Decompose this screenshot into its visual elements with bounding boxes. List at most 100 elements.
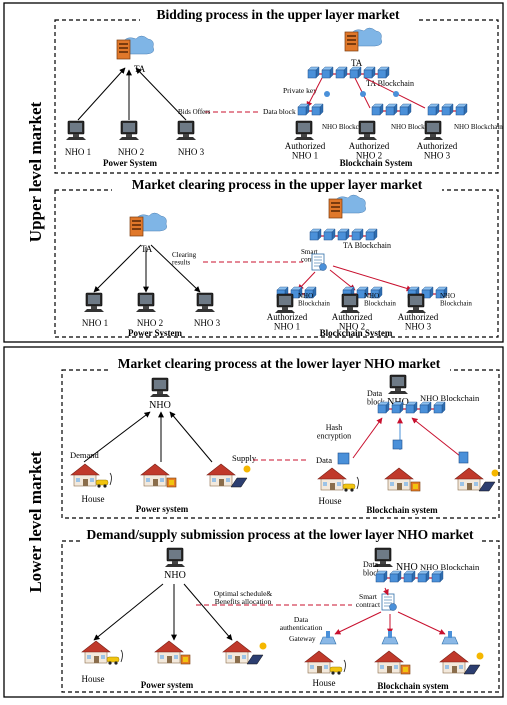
- sub-bc-house-battery-icon: [374, 650, 411, 675]
- smart-contract-icon: [311, 253, 327, 271]
- clearing-power-system: TA NHO 1 NHO 2 NHO 3 Power System: [82, 212, 221, 338]
- sub-power-system-label: Power system: [141, 680, 194, 690]
- clearing-ta-label: TA: [141, 244, 153, 254]
- bids-offers-label: Bids Offers: [178, 108, 211, 116]
- bidding-blockchain-system: TA TA Blockchain Private key Data block …: [263, 27, 503, 168]
- house-car-icon: [70, 463, 112, 488]
- bc-house-battery-icon: [384, 467, 421, 492]
- sub-house-solar-icon: [222, 640, 267, 665]
- block: [311, 106, 321, 116]
- block: [349, 69, 359, 79]
- sub-nho-label: NHO: [164, 570, 186, 581]
- block: [335, 69, 345, 79]
- nho2-blockchain-chain: [371, 103, 412, 116]
- block: [435, 289, 445, 299]
- clearing-nho1-label: NHO 1: [82, 318, 108, 328]
- clearing-ta-server-icon: [129, 212, 167, 237]
- clearing-nho2-computer-icon: [136, 292, 156, 312]
- house-solar-icon: [206, 463, 251, 488]
- bidding-title: Bidding process in the upper layer marke…: [156, 7, 400, 22]
- block: [351, 231, 361, 241]
- nho3-computer-icon: [176, 120, 196, 140]
- block: [433, 404, 443, 414]
- lower-side-label: Lower level market: [26, 451, 45, 593]
- sub-smart-contract-icon: [381, 593, 397, 611]
- block: [431, 573, 441, 583]
- nho1-blockchain-chain: [297, 103, 324, 116]
- auth-nho3-computer-icon: [423, 120, 443, 140]
- block: [323, 231, 333, 241]
- house-battery-icon: [140, 463, 177, 488]
- block: [377, 69, 387, 79]
- lower-nho-blockchain-chain: [377, 401, 446, 414]
- supply-label: Supply: [232, 453, 257, 463]
- clearing-nho3-chain: [407, 286, 448, 299]
- bc-ta-server-icon: [344, 27, 382, 52]
- sub-nho-blockchain-label: NHO Blockchain: [420, 562, 480, 572]
- auth-nho1-computer-icon: [294, 120, 314, 140]
- sub-bc-nho-label: NHO: [396, 562, 418, 573]
- clearing-auth2-computer-icon: [340, 293, 360, 313]
- upper-side-label: Upper level market: [26, 101, 45, 242]
- clearing-auth3-computer-icon: [406, 293, 426, 313]
- sub-blockchain-system-label: Blockchain system: [377, 681, 449, 691]
- ta-server-icon: [116, 35, 154, 60]
- clearing-nho3-label: NHO 3: [194, 318, 221, 328]
- clearing-bc-ta-server-icon: [328, 194, 366, 219]
- submission-power-system: NHO House Power system: [81, 547, 267, 690]
- block: [385, 106, 395, 116]
- bc-house-solar-icon: [454, 467, 499, 492]
- nho3-blockchain-chain: [427, 103, 468, 116]
- bc-house-label: House: [319, 496, 342, 506]
- clearing-nho2-label: NHO 2: [137, 318, 163, 328]
- sub-bc-house-label: House: [313, 678, 336, 688]
- clearing-ta-blockchain-chain: [309, 228, 378, 241]
- bc-ta-label: TA: [351, 58, 363, 68]
- upper-market-frame: [3, 2, 504, 343]
- block: [304, 289, 314, 299]
- nho-chain-2-label: NHO Blockchain: [391, 123, 440, 131]
- block: [405, 404, 415, 414]
- demand-label: Demand: [70, 450, 100, 460]
- block: [309, 231, 319, 241]
- block: [389, 573, 399, 583]
- private-key-label: Private key: [283, 86, 317, 95]
- clearing-ta-blockchain-label: TA Blockchain: [343, 241, 391, 250]
- lower-clearing-title: Market clearing process at the lower lay…: [118, 356, 441, 371]
- lower-nho-blockchain-label: NHO Blockchain: [420, 393, 480, 403]
- lower-blockchain-system-label: Blockchain system: [366, 505, 438, 515]
- sub-house-battery-icon: [154, 640, 191, 665]
- clearing-auth1-computer-icon: [275, 293, 295, 313]
- block: [375, 573, 385, 583]
- optimal-schedule-label: Optimal schedule&Benefits allocation: [214, 589, 273, 606]
- block: [403, 573, 413, 583]
- nho2-label: NHO 2: [118, 147, 144, 157]
- lower-house-label: House: [82, 494, 105, 504]
- block: [417, 573, 427, 583]
- sub-bc-house-solar-icon: [439, 650, 484, 675]
- block: [370, 289, 380, 299]
- bc-house-car-icon: [317, 467, 359, 492]
- block: [399, 106, 409, 116]
- lower-bc-nho-computer-icon: [388, 374, 408, 394]
- block: [297, 106, 307, 116]
- gateway-label: Gateway: [289, 634, 316, 643]
- sub-house-label: House: [82, 674, 105, 684]
- lower-market-frame: [3, 346, 504, 698]
